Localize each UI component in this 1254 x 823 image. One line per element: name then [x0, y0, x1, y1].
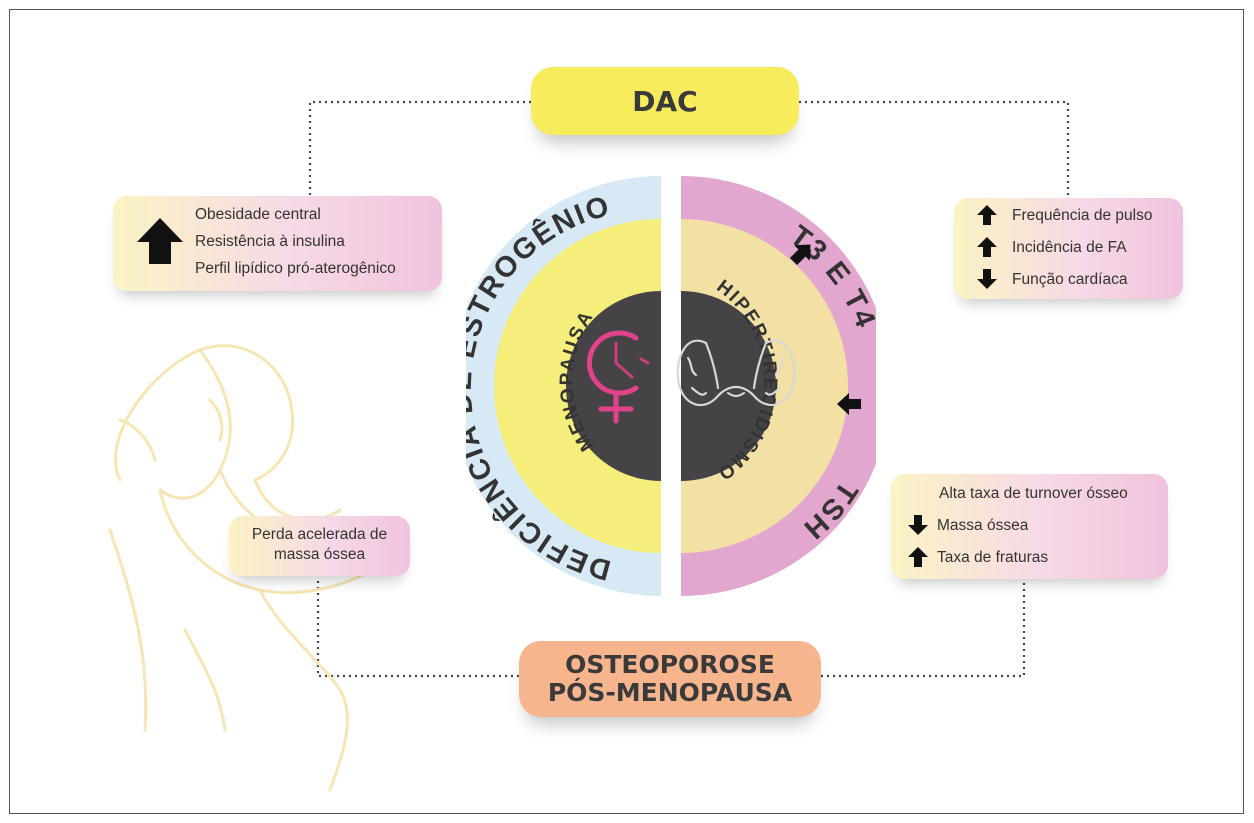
dac-label: DAC — [632, 84, 698, 118]
cardiac-item-2: Incidência de FA — [1012, 239, 1127, 256]
osteoporose-label-line1: OSTEOPOROSE — [565, 650, 775, 679]
connector-osteo-right — [821, 580, 1026, 678]
thyroid-icon — [676, 339, 796, 407]
metabolic-item-2: Resistência à insulina — [195, 233, 345, 250]
connector-osteo-left — [316, 577, 519, 678]
up-arrow-icon — [908, 547, 928, 567]
cardiac-item-1: Frequência de pulso — [1012, 207, 1153, 224]
bone-turnover-box: Alta taxa de turnover ósseo Massa óssea … — [891, 474, 1168, 579]
bone-loss-box: Perda acelerada de massa óssea — [229, 516, 410, 576]
bone-loss-line1: Perda acelerada de — [251, 526, 388, 543]
osteoporose-node: OSTEOPOROSE PÓS-MENOPAUSA — [519, 641, 821, 717]
bone-loss-line2: massa óssea — [273, 546, 366, 563]
bone-turnover-item-1: Massa óssea — [937, 517, 1029, 534]
metabolic-item-3: Perfil lipídico pró-aterogênico — [195, 260, 396, 277]
metabolic-effects-box: Obesidade central Resistência à insulina… — [113, 196, 442, 291]
dac-node: DAC — [531, 67, 799, 135]
down-arrow-icon — [977, 269, 997, 289]
up-arrow-icon — [977, 237, 997, 257]
up-arrow-icon — [977, 205, 997, 225]
down-arrow-icon — [908, 515, 928, 535]
left-arrow-icon — [837, 393, 861, 415]
central-circle: DEFICIÊNCIA DE ESTROGÊNIO MENOPAUSA T3 E… — [466, 173, 876, 598]
cardiac-effects-box: Frequência de pulso Incidência de FA Fun… — [954, 198, 1183, 299]
bone-turnover-title: Alta taxa de turnover ósseo — [939, 485, 1128, 502]
cardiac-item-3: Função cardíaca — [1012, 271, 1128, 288]
up-arrow-icon — [789, 244, 811, 266]
bone-turnover-item-2: Taxa de fraturas — [937, 549, 1049, 566]
connector-dac-left — [308, 100, 531, 196]
osteoporose-label-line2: PÓS-MENOPAUSA — [547, 678, 793, 707]
up-arrow-icon — [137, 218, 183, 264]
female-clock-icon — [586, 330, 650, 424]
metabolic-item-1: Obesidade central — [195, 206, 321, 223]
